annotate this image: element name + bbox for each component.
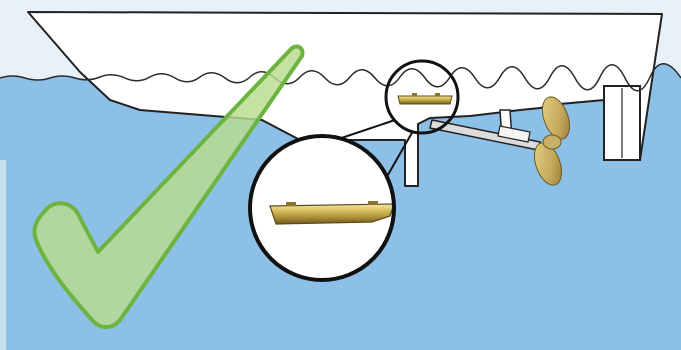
magnifier-connector-right — [384, 130, 414, 181]
propeller — [533, 96, 571, 186]
left-edge-foam — [0, 160, 6, 350]
checkmark-icon — [32, 44, 305, 329]
waterline — [0, 63, 681, 92]
hull-anode-small — [397, 93, 453, 105]
magnifier-large — [248, 134, 396, 282]
anode-zoomed — [269, 203, 394, 225]
shaft-strut — [497, 125, 531, 143]
magnifier-small-circle — [384, 59, 460, 135]
